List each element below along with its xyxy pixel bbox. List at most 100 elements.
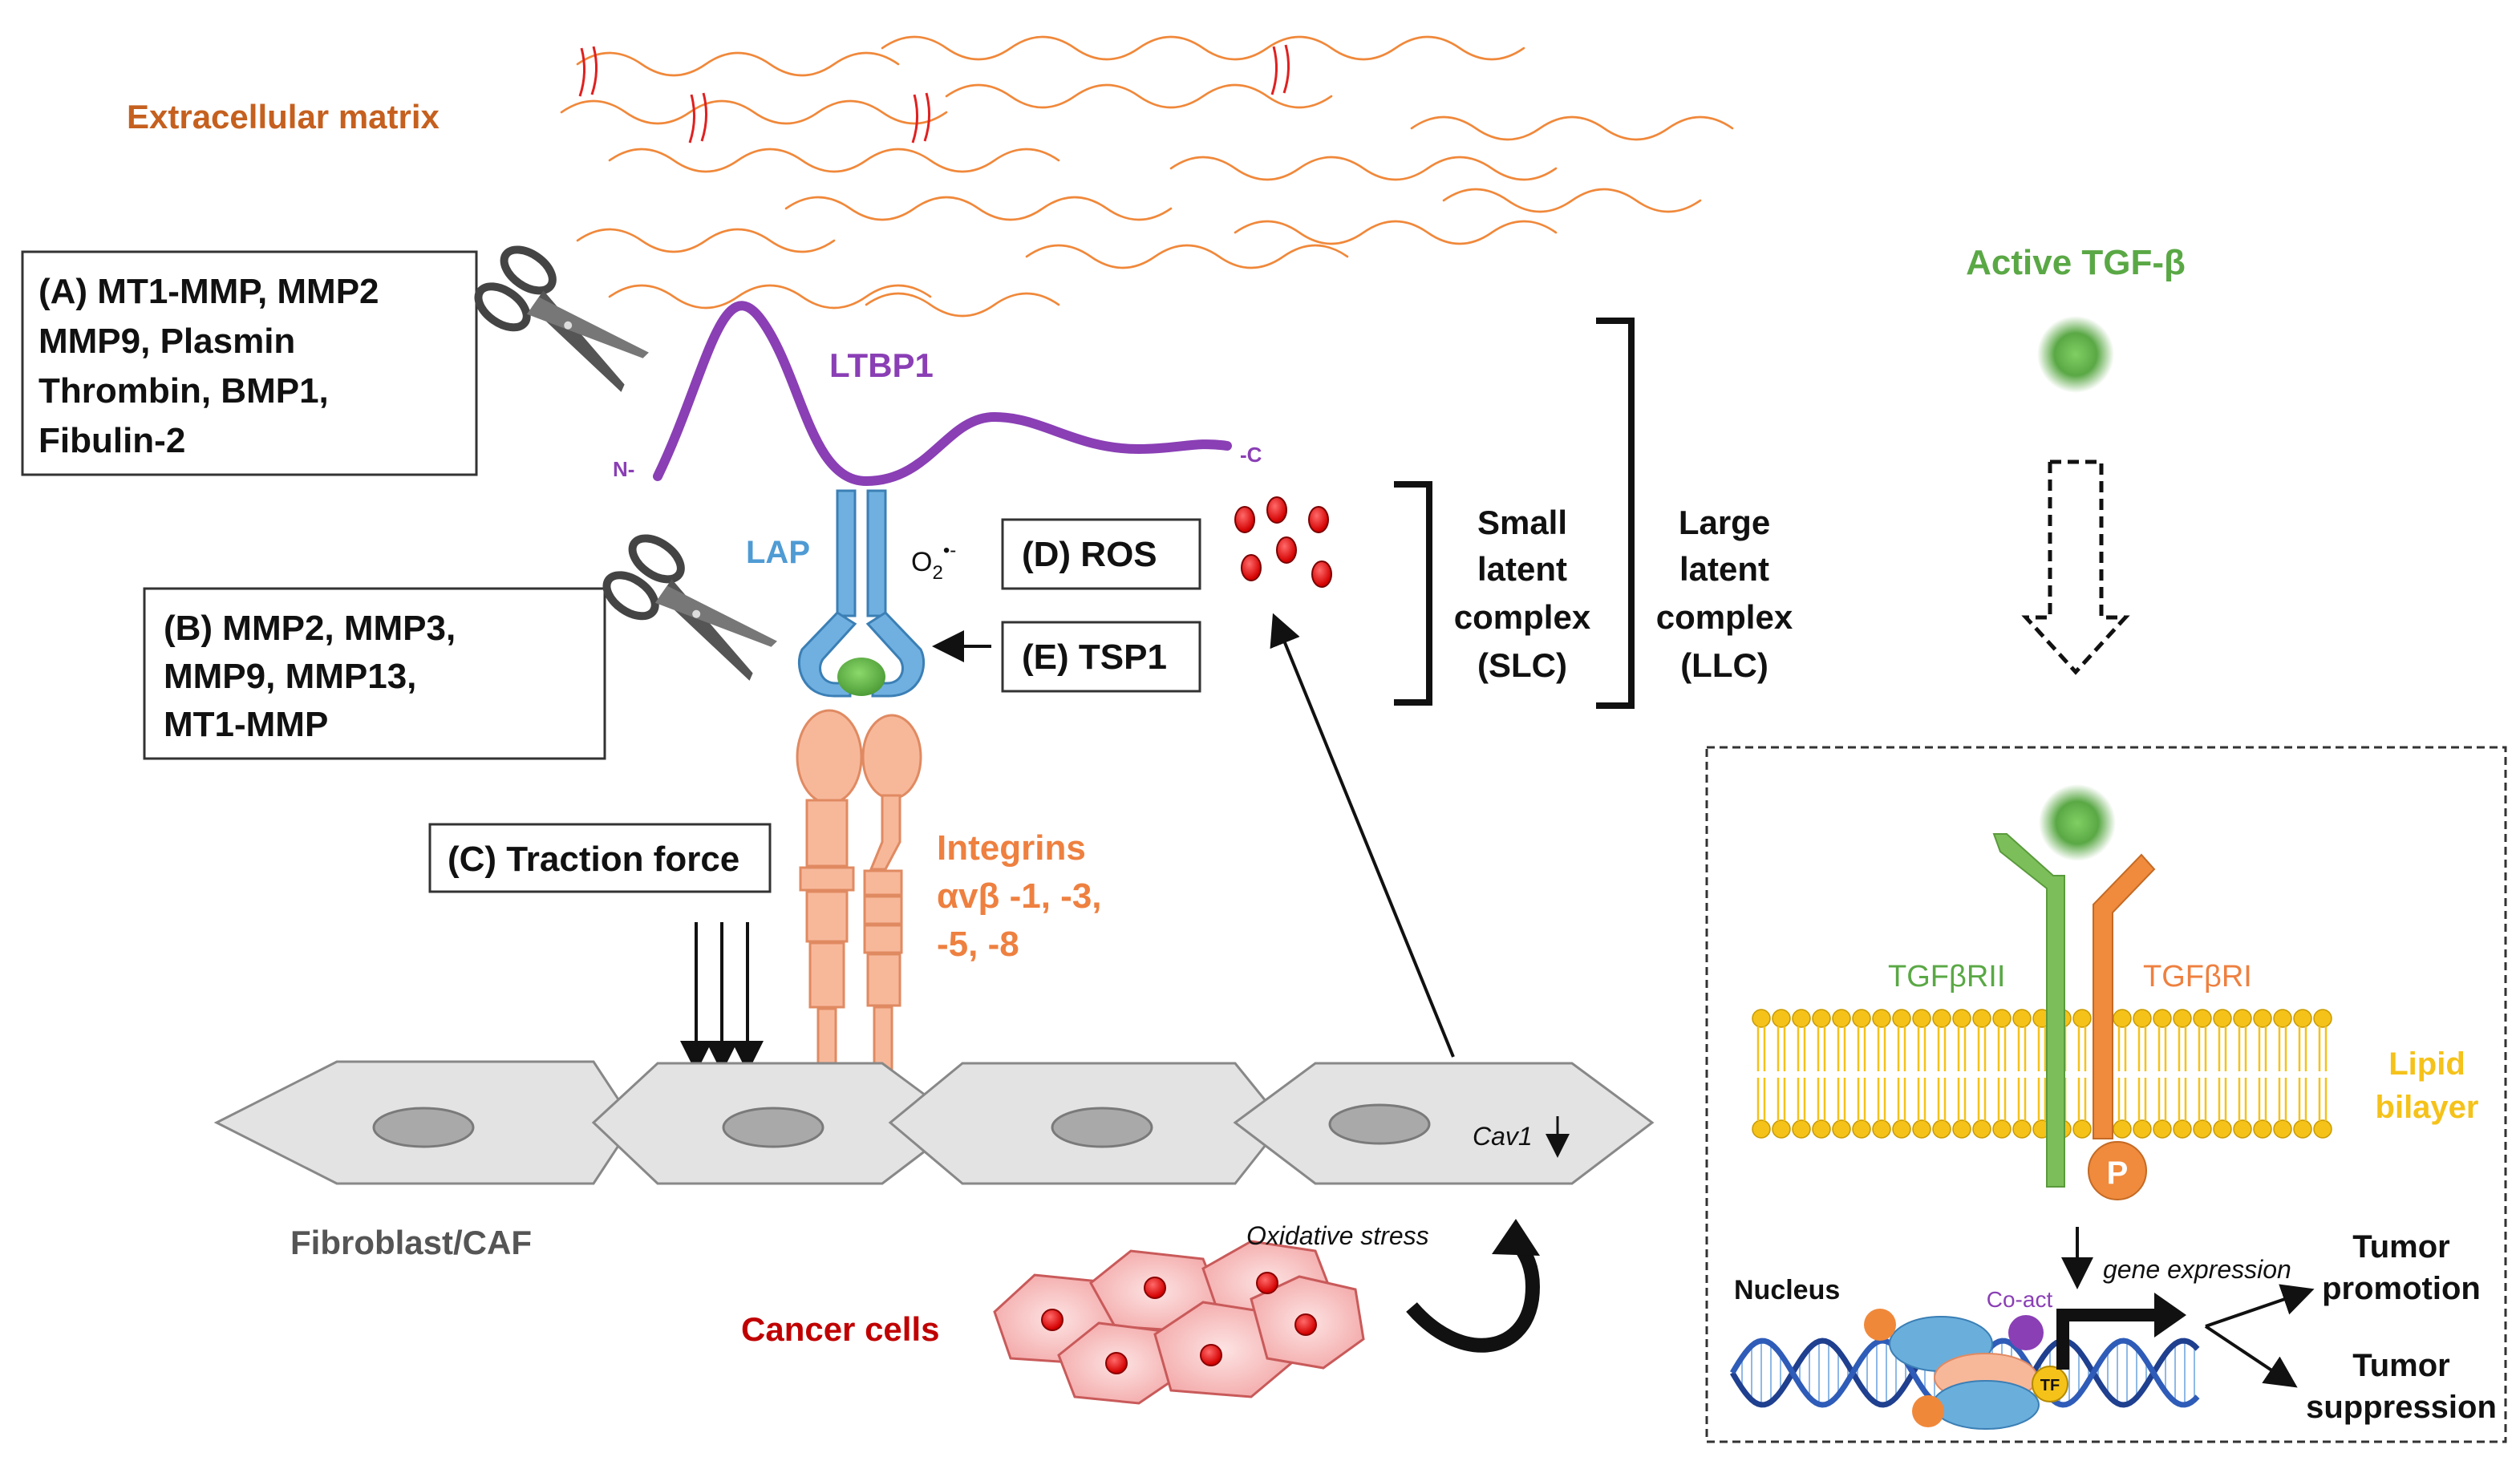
slc-label: Small latent complex (SLC)	[1454, 504, 1591, 684]
lipid-head	[1972, 1009, 1991, 1028]
lap-label: LAP	[746, 535, 810, 570]
lipid-tail	[2198, 1078, 2207, 1121]
latent-tgf-beta	[837, 658, 885, 696]
box-a: (A) MT1-MMP, MMP2 MMP9, Plasmin Thrombin…	[21, 250, 478, 476]
box-b-line2: MMP9, MMP13,	[164, 657, 416, 696]
lipid-tail	[2037, 1078, 2047, 1121]
llc-bracket	[1596, 318, 1635, 709]
lipid-head	[2193, 1119, 2212, 1139]
phosphate-group	[2088, 1141, 2147, 1200]
lipid-head	[2273, 1119, 2292, 1139]
lipid-tail	[1957, 1026, 1967, 1071]
lipid-tail	[1937, 1026, 1947, 1071]
box-b: (B) MMP2, MMP3, MMP9, MMP13, MT1-MMP	[143, 587, 606, 760]
svg-text:latent: latent	[1679, 550, 1769, 588]
superoxide-label: O2•-	[911, 540, 956, 584]
lipid-tail	[2017, 1026, 2027, 1071]
tumor-promotion-label-1: Tumor	[2352, 1229, 2449, 1265]
lipid-tail	[2318, 1026, 2328, 1071]
ltbp1-chain	[653, 301, 1232, 487]
lipid-tail	[2017, 1078, 2027, 1121]
ecm-fibers	[560, 35, 1734, 318]
lipid-head	[1752, 1119, 1771, 1139]
phosphate-label: P	[2107, 1155, 2129, 1191]
lipid-tail	[2198, 1026, 2207, 1071]
lipid-tail	[1877, 1026, 1886, 1071]
lipid-tail	[1756, 1078, 1766, 1121]
lipid-head	[2153, 1119, 2172, 1139]
scissors-icon	[474, 245, 649, 392]
oxidative-arrow-head	[1492, 1219, 1540, 1256]
lipid-head	[2193, 1009, 2212, 1028]
lipid-tail	[2157, 1026, 2167, 1071]
svg-text:Small: Small	[1477, 504, 1567, 541]
svg-text:complex: complex	[1656, 598, 1793, 636]
gene-expression-label: gene expression	[2103, 1255, 2291, 1284]
lipid-head	[2133, 1009, 2152, 1028]
lipid-tail	[2178, 1026, 2187, 1071]
integrins-label: Integrins	[937, 828, 1086, 868]
lipid-head	[2012, 1009, 2032, 1028]
bound-tgf-ligand	[2039, 784, 2116, 861]
box-d: (D) ROS	[1001, 518, 1201, 590]
ros-molecules	[1234, 496, 1332, 588]
svg-text:latent: latent	[1477, 550, 1567, 588]
active-tgf-label: Active TGF-β	[1966, 243, 2186, 282]
box-b-line1: (B) MMP2, MMP3,	[164, 609, 456, 648]
lipid-head	[2173, 1119, 2192, 1139]
tf-label: TF	[2040, 1377, 2060, 1394]
activation-dashed-arrow	[2021, 459, 2130, 675]
tgfbr1-label: TGFβRI	[2143, 960, 2252, 994]
transcription-arrow-head	[2154, 1293, 2186, 1338]
scissors-icon	[602, 534, 777, 681]
lipid-tail	[1957, 1078, 1967, 1121]
lipid-head	[2313, 1119, 2332, 1139]
lipid-head	[2313, 1009, 2332, 1028]
lipid-tail	[2258, 1078, 2267, 1121]
box-e: (E) TSP1	[1001, 621, 1201, 693]
integrins-subunits-line2: -5, -8	[937, 925, 1019, 964]
lipid-tail	[2218, 1026, 2227, 1071]
lipid-tail	[1857, 1026, 1866, 1071]
lipid-head	[2293, 1119, 2312, 1139]
n-terminus-label: N-	[613, 457, 634, 481]
c-terminus-label: -C	[1240, 443, 1262, 467]
lipid-tail	[2258, 1026, 2267, 1071]
transcription-start-arrow	[2056, 1309, 2157, 1370]
lipid-tail	[1877, 1078, 1886, 1121]
svg-text:(LLC): (LLC)	[1680, 646, 1768, 684]
lipid-head	[2072, 1009, 2092, 1028]
lipid-tail	[2137, 1078, 2147, 1121]
lipid-tail	[1797, 1078, 1806, 1121]
lipid-tail	[2298, 1078, 2307, 1121]
traction-arrows	[680, 922, 764, 1073]
lipid-head	[1872, 1119, 1891, 1139]
lipid-tail	[1917, 1026, 1926, 1071]
lipid-tail	[2318, 1078, 2328, 1121]
svg-text:(SLC): (SLC)	[1477, 646, 1567, 684]
lipid-head	[1892, 1119, 1911, 1139]
lipid-head	[2253, 1009, 2272, 1028]
lipid-head	[1952, 1009, 1971, 1028]
lipid-head	[1992, 1009, 2012, 1028]
lipid-tail	[1917, 1078, 1926, 1121]
lipid-head	[1972, 1119, 1991, 1139]
box-c-label: (C) Traction force	[448, 840, 739, 879]
lipid-head	[2213, 1119, 2232, 1139]
lipid-head	[1832, 1009, 1851, 1028]
lipid-head	[2233, 1009, 2252, 1028]
tumor-suppression-label-2: suppression	[2306, 1390, 2497, 1425]
lipid-head	[1792, 1119, 1811, 1139]
lipid-tail	[1817, 1078, 1826, 1121]
lipid-tail	[1857, 1078, 1866, 1121]
lipid-head	[1852, 1009, 1871, 1028]
ecm-cleavage-marks	[578, 44, 1290, 144]
lipid-head	[2072, 1119, 2092, 1139]
lipid-tail	[1777, 1026, 1786, 1071]
box-a-line2: MMP9, Plasmin	[38, 322, 295, 361]
oxidative-curved-arrow	[1406, 1236, 1540, 1353]
lipid-head	[1812, 1119, 1831, 1139]
lipid-tail	[1997, 1026, 2007, 1071]
fibroblast-layer	[213, 1060, 1655, 1185]
arrow-to-promotion	[2205, 1284, 2315, 1328]
